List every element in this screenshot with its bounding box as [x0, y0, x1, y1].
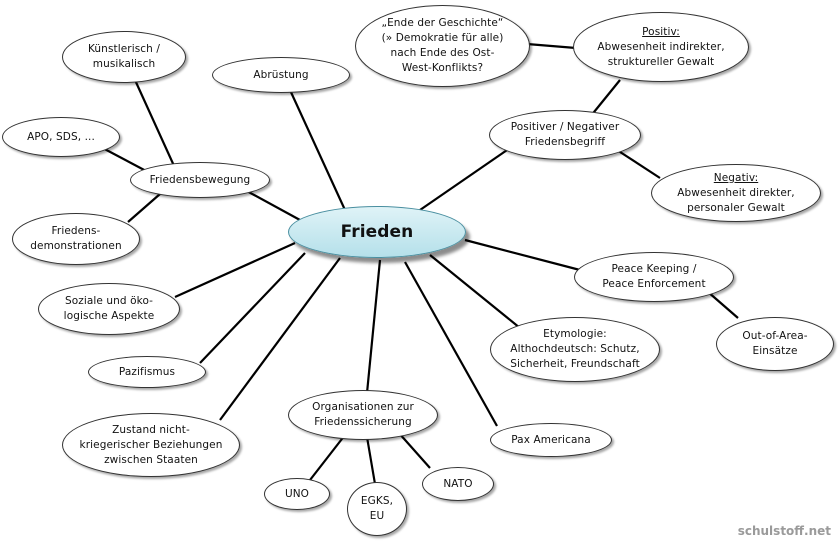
watermark: schulstoff.net — [737, 524, 831, 538]
line-org-uno — [309, 434, 346, 481]
node-text: UNO — [284, 487, 310, 500]
line-demonstrationen — [127, 193, 161, 223]
line-org-nato — [397, 431, 431, 469]
line-org-egks — [365, 436, 377, 485]
node-text: Künstlerisch / — [87, 43, 161, 55]
node-egks[interactable]: EGKS, EU — [347, 482, 407, 536]
node-text: Organisationen zur — [312, 401, 414, 413]
node-soziale[interactable]: Soziale und öko- logische Aspekte — [38, 283, 180, 335]
node-text: Sicherheit, Freundschaft — [510, 358, 640, 370]
line-posneg-negativ — [616, 149, 661, 179]
node-pazifismus[interactable]: Pazifismus — [88, 356, 206, 388]
node-text: personaler Gewalt — [687, 201, 785, 214]
node-kuenstlerisch[interactable]: Künstlerisch / musikalisch — [62, 31, 186, 83]
node-text: EU — [369, 510, 385, 522]
node-text: Out-of-Area- — [742, 330, 808, 342]
node-nato[interactable]: NATO — [422, 467, 494, 501]
node-text: Friedens- — [51, 225, 101, 237]
node-text: nach Ende des Ost- — [390, 47, 495, 59]
node-text: West-Konflikts? — [401, 62, 484, 74]
node-zustand[interactable]: Zustand nicht- kriegerischer Beziehungen… — [62, 413, 240, 477]
node-pos-neg[interactable]: Positiver / Negativer Friedensbegriff — [489, 110, 641, 160]
node-text: Peace Keeping / — [611, 263, 697, 275]
node-heading: Negativ: — [713, 171, 759, 184]
node-text: kriegerischer Beziehungen — [79, 438, 223, 451]
node-text: Zustand nicht- — [112, 423, 190, 436]
node-text: Friedensbewegung — [149, 173, 251, 186]
node-text: Einsätze — [752, 345, 798, 357]
line-center-pos-neg — [419, 147, 511, 211]
node-uno[interactable]: UNO — [264, 478, 330, 510]
node-text: Etymologie: — [543, 328, 607, 340]
node-text: Peace Enforcement — [602, 278, 706, 290]
node-peace-keeping[interactable]: Peace Keeping / Peace Enforcement — [574, 252, 734, 302]
node-ende-geschichte[interactable]: „Ende der Geschichte“ (» Demokratie für … — [355, 5, 530, 87]
line-center-zustand — [219, 257, 341, 421]
node-text: APO, SDS, ... — [27, 130, 95, 143]
node-text: musikalisch — [92, 58, 156, 70]
node-text: NATO — [443, 477, 473, 490]
node-text: (» Demokratie für alle) — [381, 32, 504, 44]
node-pax-americana[interactable]: Pax Americana — [490, 423, 612, 457]
line-center-peace-keeping — [464, 238, 581, 272]
node-negativ[interactable]: Negativ: Abwesenheit direkter, personale… — [651, 164, 821, 222]
node-text: zwischen Staaten — [104, 453, 198, 466]
line-center-pax — [404, 261, 498, 427]
node-text: Abwesenheit direkter, — [677, 186, 795, 199]
node-text: Althochdeutsch: Schutz, — [510, 343, 640, 355]
node-text: EGKS, — [360, 495, 394, 507]
node-text: Abrüstung — [253, 68, 309, 81]
line-center-pazifismus — [199, 252, 306, 364]
node-text: Friedenssicherung — [314, 416, 412, 428]
line-posneg-positiv — [589, 79, 621, 118]
node-friedensbewegung[interactable]: Friedensbewegung — [130, 162, 270, 198]
node-out-of-area[interactable]: Out-of-Area- Einsätze — [716, 317, 834, 371]
node-text: Pax Americana — [511, 433, 591, 446]
line-kuenstlerisch — [133, 79, 177, 169]
node-abruestung[interactable]: Abrüstung — [212, 57, 350, 93]
line-center-etymologie — [429, 254, 521, 329]
line-ende-positiv — [526, 42, 577, 50]
node-positiv[interactable]: Positiv: Abwesenheit indirekter, struktu… — [573, 12, 749, 82]
node-text: Soziale und öko- — [64, 295, 154, 307]
center-label: Frieden — [340, 221, 414, 242]
node-etymologie[interactable]: Etymologie: Althochdeutsch: Schutz, Sich… — [490, 317, 660, 382]
center-node-frieden[interactable]: Frieden — [288, 206, 466, 258]
node-text: Friedensbegriff — [524, 136, 606, 148]
node-organisationen[interactable]: Organisationen zur Friedenssicherung — [288, 390, 438, 440]
line-center-friedensbewegung — [244, 189, 301, 221]
line-center-organisationen — [365, 259, 382, 394]
node-apo[interactable]: APO, SDS, ... — [2, 117, 120, 157]
node-text: struktureller Gewalt — [607, 55, 715, 68]
node-text: Positiver / Negativer — [510, 121, 620, 133]
node-text: Pazifismus — [118, 365, 176, 378]
node-text: Abwesenheit indirekter, — [597, 40, 725, 53]
node-heading: Positiv: — [642, 25, 680, 38]
node-text: „Ende der Geschichte“ — [381, 17, 504, 29]
node-text: logische Aspekte — [63, 310, 155, 322]
line-center-abruestung — [289, 89, 346, 211]
node-demonstrationen[interactable]: Friedens- demonstrationen — [12, 213, 140, 265]
line-center-soziale — [174, 241, 296, 299]
node-text: demonstrationen — [30, 240, 122, 252]
